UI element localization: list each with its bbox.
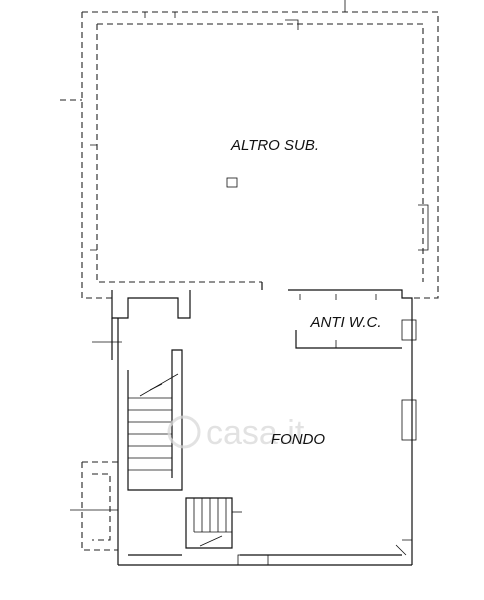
entry-door	[237, 554, 269, 566]
lower-unit-walls	[92, 282, 417, 566]
casa-logo-icon	[167, 415, 201, 449]
room-label-fondo: FONDO	[271, 431, 325, 448]
side-window	[401, 399, 417, 441]
center-marker	[226, 177, 238, 188]
watermark-text: casa.it	[206, 414, 305, 452]
anti-wc-room	[295, 294, 402, 349]
room-label-anti-wc: ANTI W.C.	[309, 314, 381, 331]
staircase	[127, 349, 242, 549]
room-label-altro-sub: ALTRO SUB.	[230, 137, 319, 154]
watermark: casa.it	[167, 414, 305, 452]
upper-unit-outline	[60, 0, 439, 299]
left-annex-outline	[70, 461, 118, 551]
